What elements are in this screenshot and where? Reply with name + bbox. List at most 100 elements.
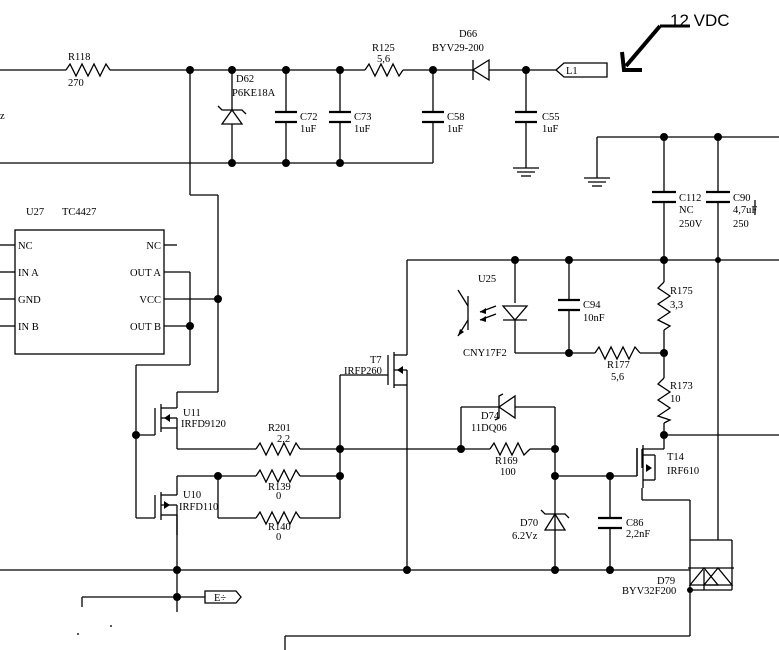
diode-d79 bbox=[688, 566, 734, 586]
ref-d79: D79 bbox=[657, 576, 675, 587]
stray-marks bbox=[77, 200, 756, 635]
resistor-r139 bbox=[255, 468, 301, 484]
capacitor-c55 bbox=[515, 110, 537, 124]
ground-icon bbox=[584, 177, 610, 187]
ic-u27 bbox=[14, 229, 165, 355]
value-c112: NC bbox=[679, 205, 694, 216]
capacitor-c86 bbox=[598, 516, 622, 530]
value-r201: 2,2 bbox=[277, 434, 290, 445]
ic-part: TC4427 bbox=[62, 207, 96, 218]
ic-pin-left: IN A bbox=[18, 268, 39, 279]
value-u10: IRFD110 bbox=[179, 502, 218, 513]
ref-c73: C73 bbox=[354, 112, 372, 123]
value-u11: IRFD9120 bbox=[181, 419, 226, 430]
resistor-r169 bbox=[489, 441, 531, 457]
resistor-r201 bbox=[255, 441, 301, 457]
ref-c112: C112 bbox=[679, 193, 701, 204]
value-r175: 3,3 bbox=[670, 300, 683, 311]
value-t14: IRF610 bbox=[667, 466, 699, 477]
ic-pin-right: OUT A bbox=[130, 268, 161, 279]
value-c90: 4,7uF bbox=[733, 205, 757, 216]
capacitor-c73 bbox=[329, 110, 351, 124]
value-r177: 5,6 bbox=[611, 372, 624, 383]
supply-voltage-label: 12 VDC bbox=[670, 11, 730, 30]
ref-r173: R173 bbox=[670, 381, 693, 392]
ref-u11: U11 bbox=[183, 408, 201, 419]
ic-pin-left: GND bbox=[18, 295, 41, 306]
ref-c86: C86 bbox=[626, 518, 644, 529]
value-r118: 270 bbox=[68, 78, 84, 89]
value-r140: 0 bbox=[276, 532, 281, 543]
ref-c58: C58 bbox=[447, 112, 465, 123]
ref-c90: C90 bbox=[733, 193, 751, 204]
value-r173: 10 bbox=[670, 394, 681, 405]
value-c94: 10nF bbox=[583, 313, 605, 324]
ref-t7: T7 bbox=[370, 355, 382, 366]
ref-d74: D74 bbox=[481, 411, 500, 422]
diode-d70 bbox=[540, 509, 570, 531]
ref-t14: T14 bbox=[667, 452, 685, 463]
diodes bbox=[217, 58, 734, 586]
edge-label: z bbox=[0, 111, 5, 122]
ref-c94: C94 bbox=[583, 300, 601, 311]
ic-pin-right: OUT B bbox=[130, 322, 161, 333]
value-t7: IRFP260 bbox=[344, 366, 382, 377]
resistor-r140 bbox=[255, 510, 301, 526]
ref-c55: C55 bbox=[542, 112, 560, 123]
ref-r118: R118 bbox=[68, 52, 90, 63]
value-d62: P6KE18A bbox=[232, 88, 276, 99]
net-l1-label: L1 bbox=[566, 66, 578, 77]
capacitor-c90 bbox=[706, 190, 730, 204]
net-tag-e bbox=[204, 590, 242, 604]
ref-r175: R175 bbox=[670, 286, 693, 297]
voltage-c112: 250V bbox=[679, 219, 703, 230]
diode-d66 bbox=[471, 58, 490, 82]
diode-d62 bbox=[217, 105, 247, 125]
ref-u25: U25 bbox=[478, 274, 496, 285]
value-d74: 11DQ06 bbox=[471, 423, 507, 434]
mosfet-u11 bbox=[154, 404, 178, 435]
value-c55: 1uF bbox=[542, 124, 559, 135]
ref-r125: R125 bbox=[372, 43, 395, 54]
ref-u10: U10 bbox=[183, 490, 201, 501]
voltage-c90: 250 bbox=[733, 219, 749, 230]
mosfet-t14 bbox=[636, 445, 656, 488]
ref-r169: R169 bbox=[495, 456, 518, 467]
ref-c72: C72 bbox=[300, 112, 318, 123]
value-d70: 6.2Vz bbox=[512, 531, 538, 542]
capacitor-c112 bbox=[652, 190, 676, 204]
opto-transistor-u25 bbox=[457, 289, 497, 337]
value-c73: 1uF bbox=[354, 124, 371, 135]
resistor-r175 bbox=[656, 281, 672, 331]
capacitor-c72 bbox=[275, 110, 297, 124]
value-c86: 2,2nF bbox=[626, 529, 650, 540]
value-c58: 1uF bbox=[447, 124, 464, 135]
net-tag-l1 bbox=[555, 62, 608, 78]
resistor-r173 bbox=[656, 377, 672, 424]
value-d79: BYV32F200 bbox=[622, 586, 676, 597]
mosfet-t7 bbox=[387, 352, 408, 388]
ic-pin-right: VCC bbox=[139, 295, 161, 306]
value-d66: BYV29-200 bbox=[432, 43, 484, 54]
mosfet-u10 bbox=[154, 492, 178, 535]
ref-d66: D66 bbox=[459, 29, 477, 40]
wires bbox=[0, 69, 779, 650]
value-c72: 1uF bbox=[300, 124, 317, 135]
ref-r139: R139 bbox=[268, 482, 291, 493]
labels: 12 VDC L1 E÷ z U27 TC4427 NC IN A GND IN… bbox=[0, 11, 757, 604]
ic-ref: U27 bbox=[26, 207, 44, 218]
capacitors bbox=[275, 110, 730, 530]
ground-icon bbox=[513, 163, 539, 177]
ground-symbols bbox=[513, 163, 610, 187]
value-r125: 5,6 bbox=[377, 54, 390, 65]
diode-d74 bbox=[494, 393, 516, 421]
ref-r140: R140 bbox=[268, 522, 291, 533]
ic-pin-left: IN B bbox=[18, 322, 39, 333]
capacitor-c58 bbox=[422, 110, 444, 124]
ic-pin-right: NC bbox=[146, 241, 161, 252]
supply-arrow-icon bbox=[620, 24, 690, 72]
ref-r177: R177 bbox=[607, 360, 630, 371]
resistor-r118 bbox=[65, 62, 111, 78]
value-u25: CNY17F2 bbox=[463, 348, 507, 359]
